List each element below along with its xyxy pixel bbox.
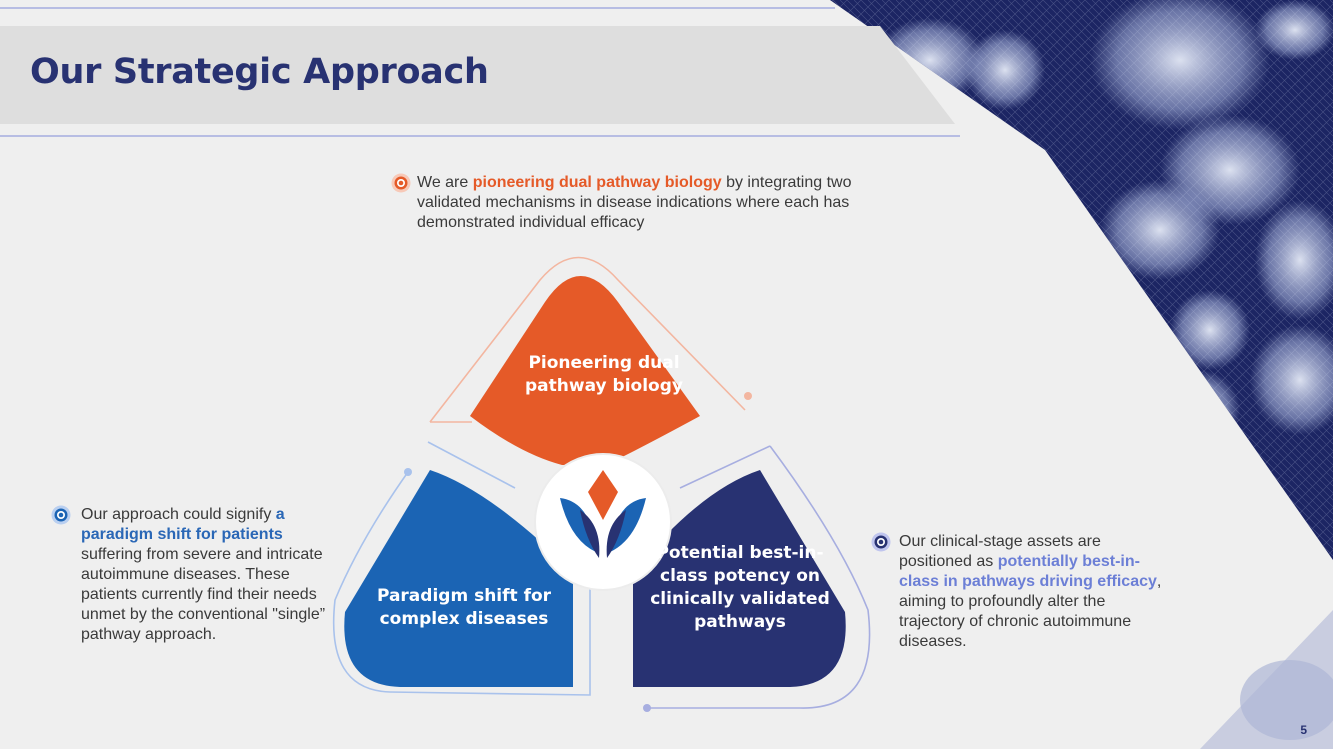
callout-text: We are [417, 174, 473, 191]
company-logo [560, 470, 646, 558]
top-callout: We are pioneering dual pathway biology b… [417, 173, 907, 233]
top-petal-outline [429, 256, 746, 423]
logo-circle [534, 453, 672, 591]
left-petal-label: Paradigm shift for complex diseases [376, 586, 552, 629]
strategy-diagram [332, 256, 871, 712]
callout-highlight: pioneering dual pathway biology [472, 174, 722, 191]
left-petal [344, 470, 573, 687]
right-petal [633, 470, 846, 687]
right-callout: Our clinical-stage assets are positioned… [899, 532, 1167, 652]
callout-text: by integrating two validated mechanisms … [417, 174, 852, 231]
right-petal-label: Potential best-in-class potency on clini… [650, 543, 830, 632]
callout-highlight: potentially best-in-class in pathways dr… [899, 553, 1157, 590]
page-number: 5 [1300, 723, 1307, 737]
callout-text: suffering from severe and intricate auto… [81, 546, 326, 643]
page-title: Our Strategic Approach [30, 52, 489, 92]
header-band [0, 26, 955, 124]
callout-text: Our approach could signify [81, 506, 276, 523]
callout-highlight: a paradigm shift for patients [81, 506, 285, 543]
target-circle-icon [51, 505, 71, 525]
target-circle-icon [391, 173, 411, 193]
left-petal-outline [332, 471, 591, 696]
callout-text: Our clinical-stage assets are positioned… [899, 533, 1101, 570]
right-petal-outline [650, 445, 871, 709]
callout-text: , aiming to profoundly alter the traject… [899, 573, 1162, 650]
target-circle-icon [871, 532, 891, 552]
top-petal-label: Pioneering dual pathway biology [525, 353, 683, 396]
top-petal [470, 276, 700, 465]
left-callout: Our approach could signify a paradigm sh… [81, 505, 337, 645]
